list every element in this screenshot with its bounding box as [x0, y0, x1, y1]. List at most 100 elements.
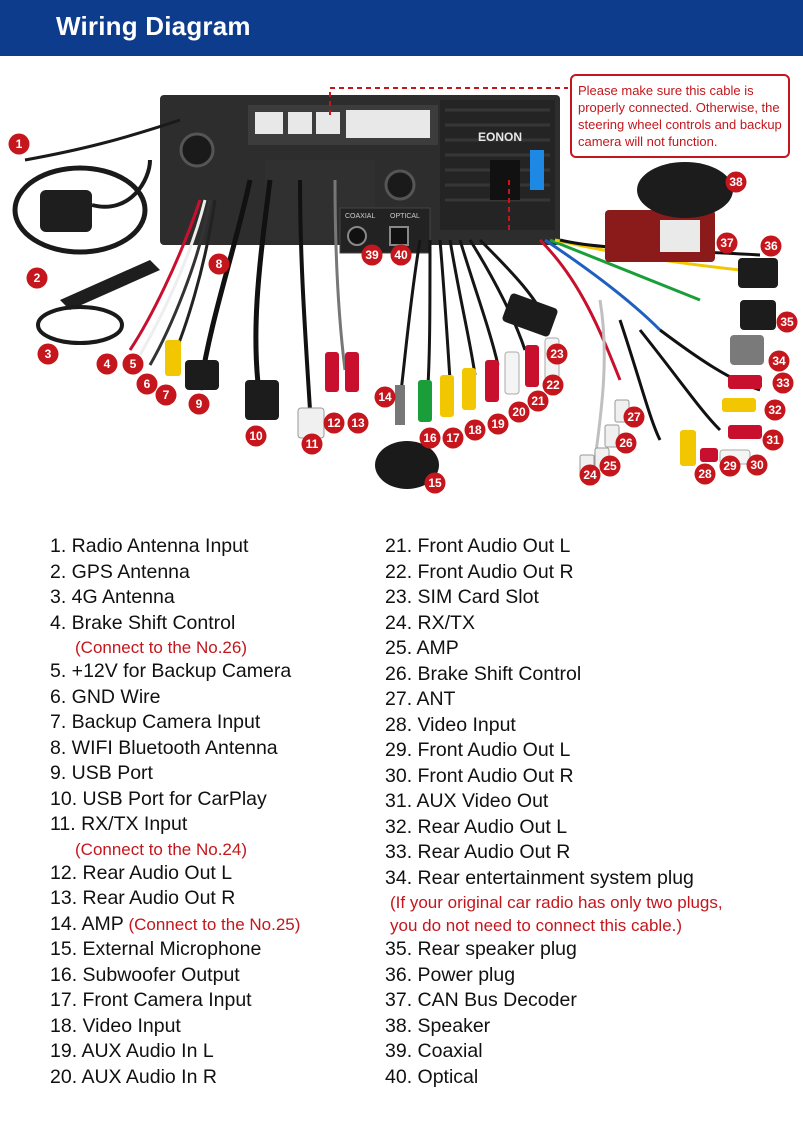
- svg-text:8: 8: [216, 257, 223, 271]
- rxtx-plug-11: [297, 407, 325, 439]
- svg-text:27: 27: [627, 410, 641, 424]
- page-title: Wiring Diagram: [56, 11, 251, 41]
- rca-red-13: [345, 352, 359, 392]
- legend-label: 16. Subwoofer Output: [50, 963, 240, 986]
- legend-item: 9. USB Port: [50, 761, 370, 787]
- legend-item: 19. AUX Audio In L: [50, 1039, 370, 1065]
- callout-badge-9: 9: [188, 393, 210, 415]
- legend-label: 4. Brake Shift Control: [50, 611, 236, 634]
- legend-label: 6. GND Wire: [50, 685, 161, 708]
- svg-text:10: 10: [249, 429, 263, 443]
- svg-text:17: 17: [446, 431, 460, 445]
- legend-item: 13. Rear Audio Out R: [50, 886, 370, 912]
- svg-text:13: 13: [351, 416, 365, 430]
- optical-label: OPTICAL: [390, 213, 420, 220]
- legend-item: 1. Radio Antenna Input: [50, 534, 370, 560]
- legend-label: 7. Backup Camera Input: [50, 711, 261, 733]
- svg-text:34: 34: [772, 354, 786, 368]
- wiring-diagram: EONON COAXIAL OPTICAL: [8, 87, 798, 494]
- sim-slot-23: [502, 293, 558, 337]
- legend-label: 24. RX/TX: [385, 611, 475, 634]
- speaker-38: [637, 162, 733, 218]
- legend-item: 10. USB Port for CarPlay: [50, 787, 370, 813]
- head-unit: EONON: [160, 95, 560, 245]
- rca-red-21: [525, 345, 539, 387]
- callout-badge-8: 8: [208, 253, 230, 275]
- svg-text:24: 24: [583, 468, 597, 482]
- right-harness: [538, 238, 761, 461]
- legend-label: 36. Power plug: [385, 963, 516, 986]
- legend-label: 29. Front Audio Out L: [385, 739, 571, 761]
- legend-item: 33. Rear Audio Out R: [385, 840, 795, 866]
- svg-text:19: 19: [491, 417, 505, 431]
- callout-badge-2: 2: [26, 267, 48, 289]
- svg-text:15: 15: [428, 476, 442, 490]
- legend-label: 39. Coaxial: [385, 1040, 483, 1062]
- rca-green-16: [418, 380, 432, 422]
- callout-badge-38: 38: [725, 171, 747, 193]
- svg-text:4: 4: [104, 357, 111, 371]
- rca-red-33: [728, 375, 762, 389]
- coax-label: COAXIAL: [345, 213, 375, 220]
- legend-label: 15. External Microphone: [50, 938, 262, 960]
- svg-text:28: 28: [698, 467, 712, 481]
- rca-yellow-17: [440, 375, 454, 417]
- legend-label: 21. Front Audio Out L: [385, 535, 571, 557]
- coax-optical-panel: COAXIAL OPTICAL: [339, 207, 431, 254]
- callout-badge-19: 19: [487, 413, 509, 435]
- svg-text:29: 29: [723, 459, 737, 473]
- svg-text:12: 12: [327, 416, 341, 430]
- legend-label: 14. AMP: [50, 912, 124, 935]
- callout-badge-33: 33: [772, 372, 794, 394]
- legend-label: 13. Rear Audio Out R: [50, 887, 236, 909]
- callout-badge-15: 15: [424, 472, 446, 494]
- legend-item: 8. WIFI Bluetooth Antenna: [50, 736, 370, 762]
- callout-badge-12: 12: [323, 412, 345, 434]
- svg-text:31: 31: [766, 433, 780, 447]
- legend-item: 38. Speaker: [385, 1014, 795, 1040]
- legend-label: 10. USB Port for CarPlay: [50, 787, 267, 810]
- callout-badge-35: 35: [776, 311, 798, 333]
- callout-badge-28: 28: [694, 463, 716, 485]
- legend-item: 31. AUX Video Out: [385, 789, 795, 815]
- power-plug-36: [738, 258, 778, 288]
- legend-label: 32. Rear Audio Out L: [385, 815, 568, 838]
- callout-badge-27: 27: [623, 406, 645, 428]
- svg-text:21: 21: [531, 394, 545, 408]
- legend-item: 12. Rear Audio Out L: [50, 861, 370, 887]
- legend-item: 24. RX/TX: [385, 611, 795, 637]
- legend-item: 15. External Microphone: [50, 937, 370, 963]
- callout-badge-4: 4: [96, 353, 118, 375]
- legend-label: 40. Optical: [385, 1065, 479, 1088]
- legend-item: 35. Rear speaker plug: [385, 937, 795, 963]
- callout-badge-40: 40: [390, 244, 412, 266]
- legend-note: (Connect to the No.24): [75, 839, 247, 859]
- rca-yellow-32: [722, 398, 756, 412]
- legend-label: 30. Front Audio Out R: [385, 764, 574, 787]
- svg-text:25: 25: [603, 459, 617, 473]
- legend-item: 20. AUX Audio In R: [50, 1065, 370, 1091]
- callout-badge-34: 34: [768, 350, 790, 372]
- rca-red-31: [728, 425, 762, 439]
- legend-note: (Connect to the No.26): [75, 638, 247, 657]
- callout-badge-30: 30: [746, 454, 768, 476]
- callout-badge-17: 17: [442, 427, 464, 449]
- usb-plug-10: [245, 380, 279, 420]
- svg-text:1: 1: [16, 137, 23, 151]
- callout-badge-6: 6: [136, 373, 158, 395]
- callout-badge-26: 26: [615, 432, 637, 454]
- warning-note: Please make sure this cable is properly …: [570, 74, 790, 158]
- callout-badge-29: 29: [719, 455, 741, 477]
- header-bar: Wiring Diagram: [0, 0, 803, 56]
- legend-item: 17. Front Camera Input: [50, 988, 370, 1014]
- legend-label: 11. RX/TX Input: [50, 813, 188, 835]
- legend-label: 38. Speaker: [385, 1014, 491, 1037]
- callout-badge-18: 18: [464, 419, 486, 441]
- 4g-antenna: [36, 260, 160, 345]
- legend-label: 26. Brake Shift Control: [385, 662, 582, 685]
- svg-text:35: 35: [780, 315, 794, 329]
- brand-label: EONON: [478, 130, 522, 144]
- legend-item: 14. AMP (Connect to the No.25): [50, 912, 370, 938]
- legend-label: 27. ANT: [385, 688, 456, 710]
